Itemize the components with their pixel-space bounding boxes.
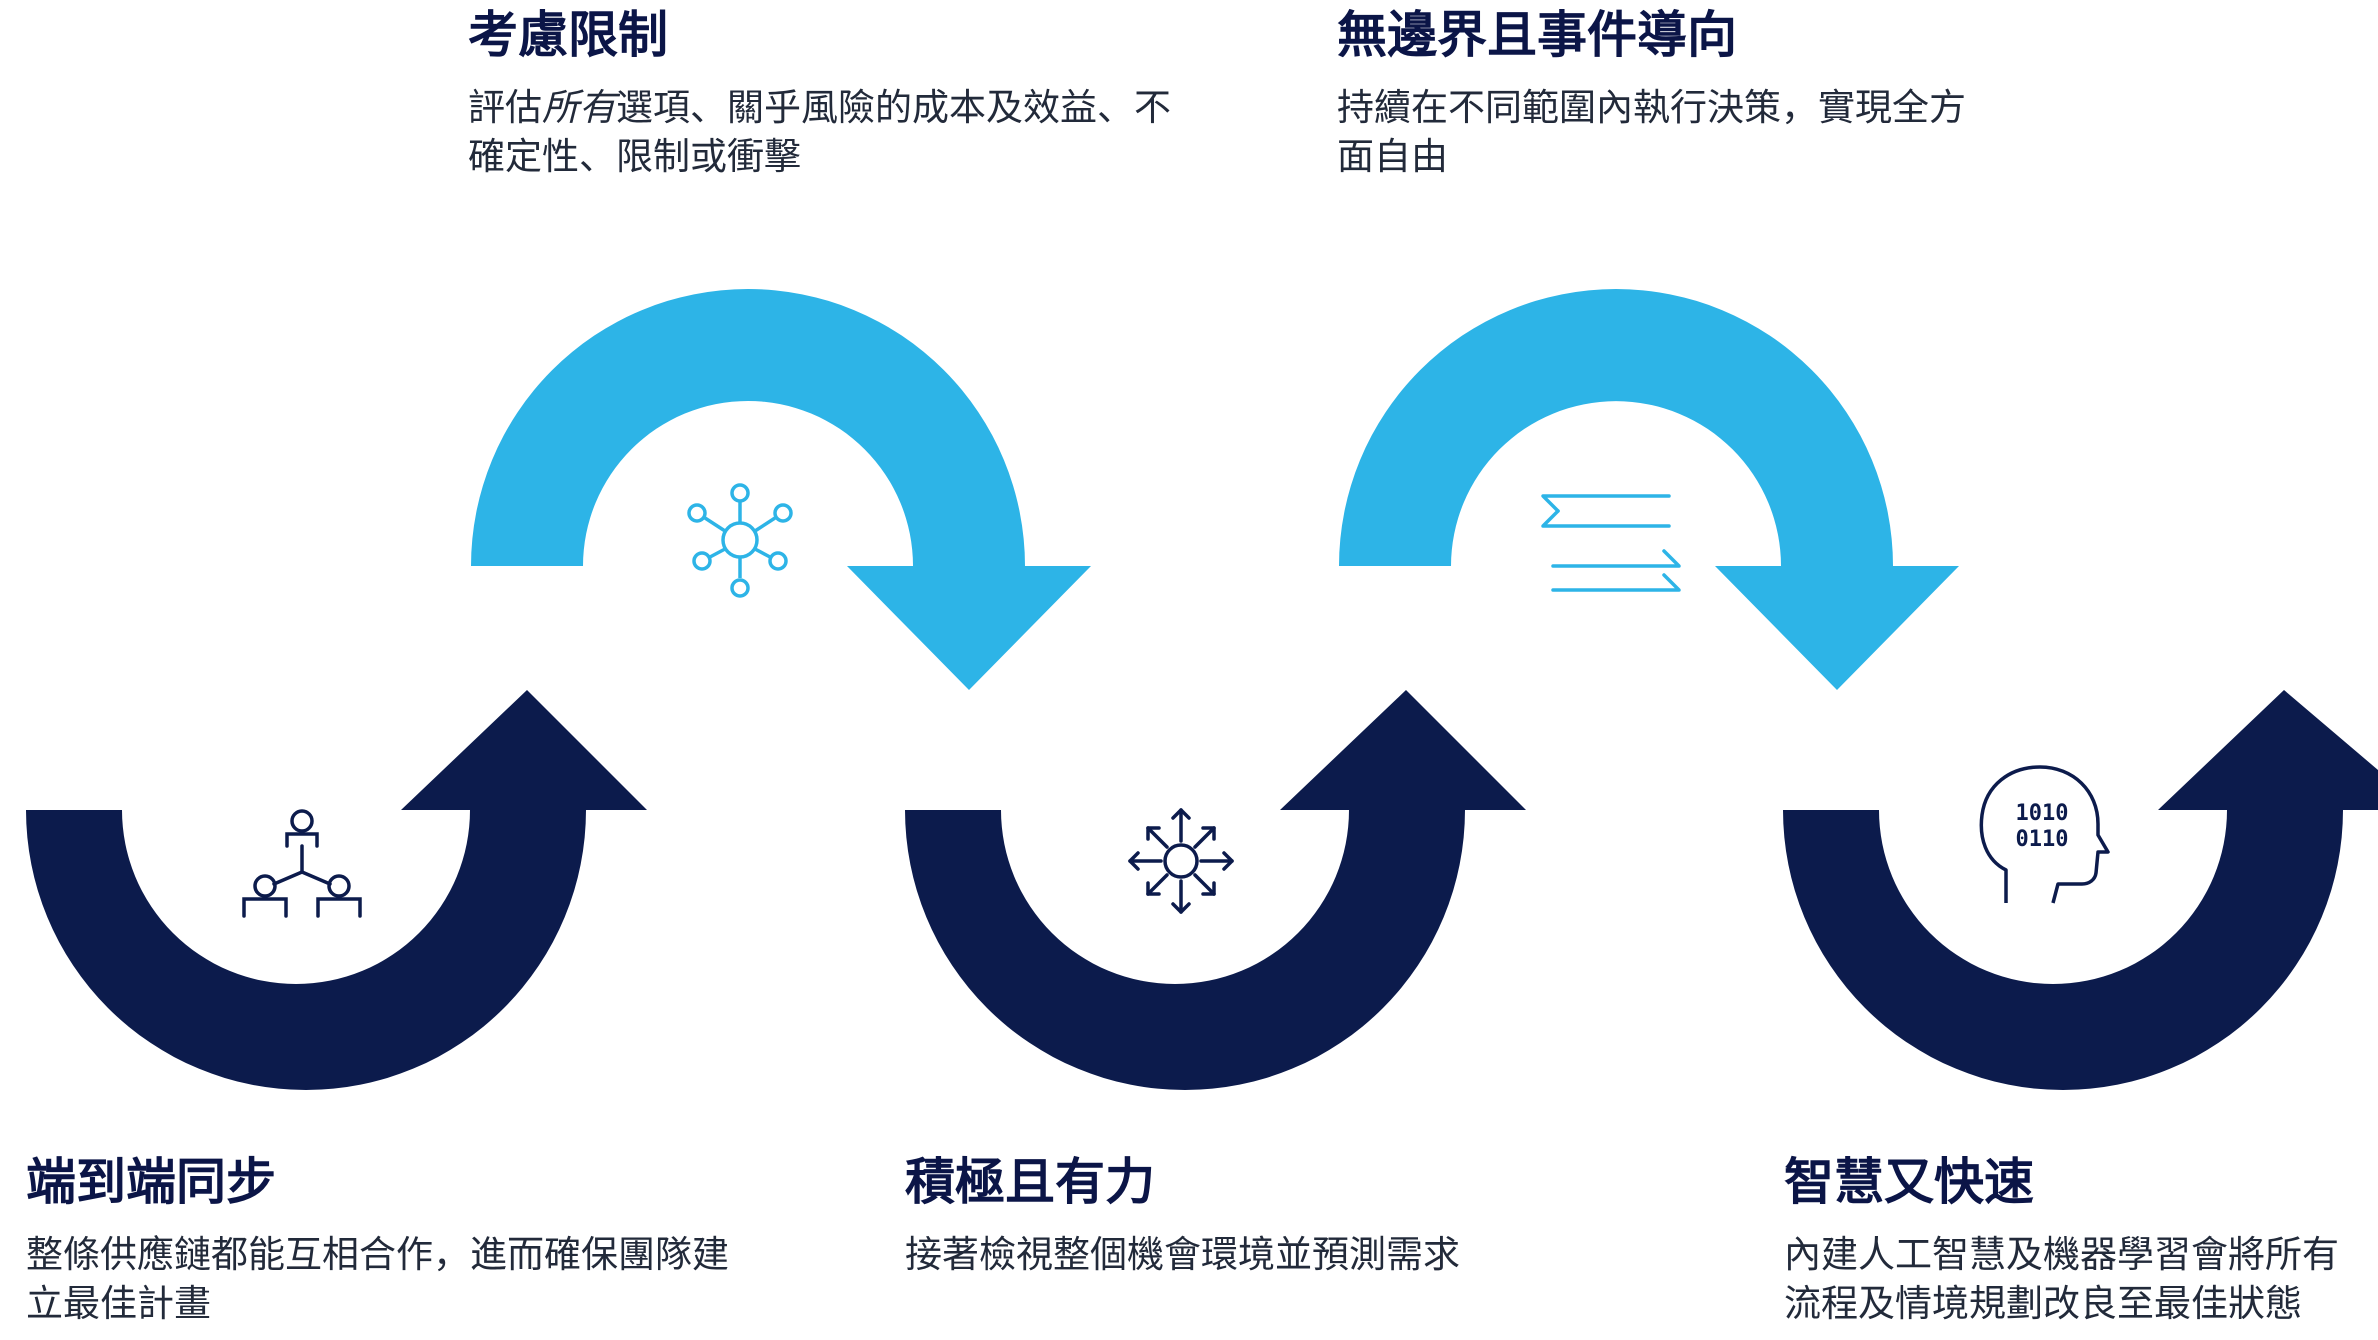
ai-head-icon: 1010 0110: [1979, 765, 2110, 904]
step-4-desc: 持續在不同範圍內執行決策，實現全方面自由: [1337, 86, 1966, 178]
hub-nodes-icon: [687, 483, 793, 598]
navy-u-arrow-2: [905, 690, 1526, 1090]
navy-u-arrow-3: [1783, 690, 2378, 1090]
sky-arch-arrow-2: [1339, 289, 1959, 690]
step-3-block: 積極且有力 接著檢視整個機會環境並預測需求: [905, 1152, 1525, 1279]
ai-binary-line-1: 1010: [2016, 801, 2069, 826]
two-way-arrows-icon: [1541, 494, 1681, 592]
step-5-desc: 內建人工智慧及機器學習會將所有流程及情境規劃改良至最佳狀態: [1784, 1233, 2339, 1325]
step-5-title: 智慧又快速: [1784, 1153, 2034, 1211]
step-2-title: 考慮限制: [468, 6, 668, 64]
radiating-arrows-icon: [1128, 808, 1234, 914]
sky-arch-arrow-1: [471, 289, 1091, 690]
navy-u-arrow-1: [26, 690, 647, 1090]
step-4-title: 無邊界且事件導向: [1337, 6, 1737, 64]
step-1-desc: 整條供應鏈都能互相合作，進而確保團隊建立最佳計畫: [26, 1233, 729, 1325]
step-3-title: 積極且有力: [905, 1153, 1155, 1211]
step-2-desc-part-2: 選項、關乎風險的成本及效益、不確定性、限制或衝擊: [468, 86, 1171, 178]
step-1-title: 端到端同步: [26, 1153, 276, 1211]
step-5-block: 智慧又快速 內建人工智慧及機器學習會將所有流程及情境規劃改良至最佳狀態: [1784, 1152, 2374, 1328]
step-2-desc: 評估所有選項、關乎風險的成本及效益、不確定性、限制或衝擊: [468, 83, 1188, 181]
step-1-block: 端到端同步 整條供應鏈都能互相合作，進而確保團隊建立最佳計畫: [26, 1152, 746, 1328]
step-3-desc: 接著檢視整個機會環境並預測需求: [905, 1233, 1460, 1276]
step-4-block: 無邊界且事件導向 持續在不同範圍內執行決策，實現全方面自由: [1337, 5, 1997, 181]
step-2-desc-emphasis: 所有: [542, 86, 616, 129]
ai-binary-line-2: 0110: [2016, 827, 2069, 852]
step-2-block: 考慮限制 評估所有選項、關乎風險的成本及效益、不確定性、限制或衝擊: [468, 5, 1188, 181]
step-2-desc-part-1: 評估: [468, 86, 542, 129]
team-network-icon: [242, 809, 362, 918]
